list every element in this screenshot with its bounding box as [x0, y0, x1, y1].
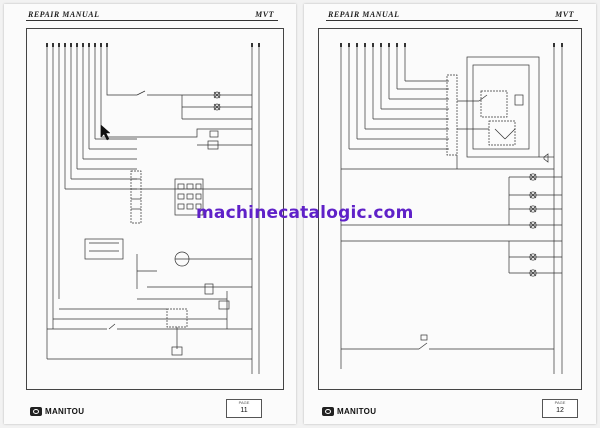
- manitou-logo: MANITOU: [30, 407, 84, 416]
- page-11: REPAIR MANUAL MVT: [4, 4, 296, 424]
- watermark-text: machinecatalogic.com: [196, 203, 414, 223]
- header-rule: [26, 20, 278, 21]
- logo-text: MANITOU: [45, 407, 85, 416]
- wiring-diagram-left: [26, 28, 284, 390]
- page-number: 12: [556, 407, 564, 414]
- header-model: MVT: [555, 10, 574, 19]
- header-rule: [326, 20, 578, 21]
- page-label: PAGE: [238, 400, 250, 405]
- page-number-box: PAGE 11: [226, 399, 262, 418]
- header-title: REPAIR MANUAL: [328, 10, 400, 19]
- wiring-diagram-right-svg: [340, 43, 563, 374]
- manitou-logo-icon: [322, 407, 334, 416]
- page-label: PAGE: [554, 400, 566, 405]
- wiring-diagram-right: [318, 28, 582, 390]
- header-title: REPAIR MANUAL: [28, 10, 100, 19]
- manitou-logo-icon: [30, 407, 42, 416]
- page-number-box: PAGE 12: [542, 399, 578, 418]
- logo-text: MANITOU: [337, 407, 377, 416]
- page-number: 11: [240, 407, 248, 414]
- manitou-logo: MANITOU: [322, 407, 376, 416]
- page-12: REPAIR MANUAL MVT: [304, 4, 596, 424]
- header-model: MVT: [255, 10, 274, 19]
- wiring-diagram-left-svg: [46, 43, 260, 374]
